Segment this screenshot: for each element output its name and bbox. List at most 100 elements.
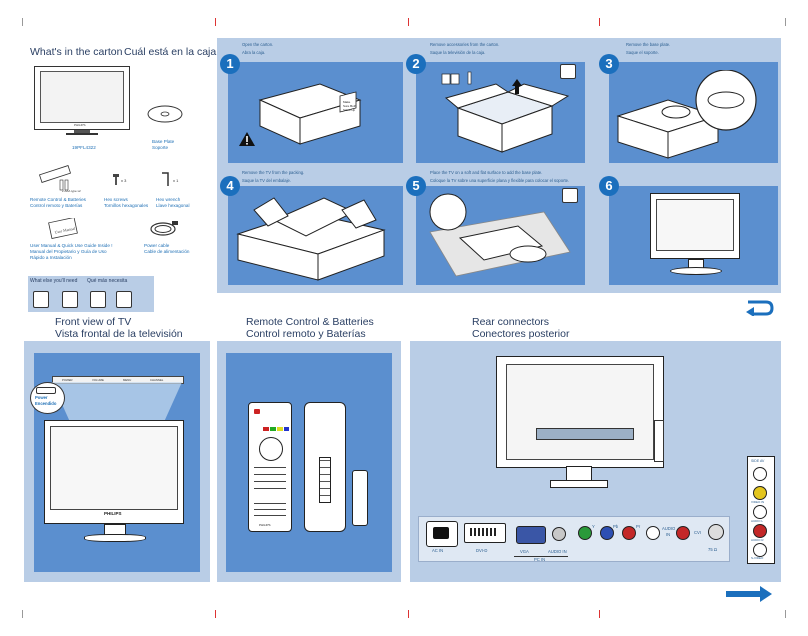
manual-line-2: Manual del Propietario y Guía de Uso: [30, 249, 107, 254]
power-label-es: Encendido: [35, 401, 57, 406]
side-audio-r-connector: [753, 524, 767, 538]
remote-brand: PHILIPS: [259, 523, 271, 527]
crop-mark: [215, 610, 216, 618]
side-video-label: VIDEO IN: [751, 500, 765, 504]
front-title-en: Front view of TV: [55, 316, 132, 328]
pc-audio-connector: [552, 527, 566, 541]
crop-mark: [785, 610, 786, 618]
step-4-unpack-illustration: [236, 197, 386, 281]
crop-mark: [22, 610, 23, 618]
side-video-connector: [753, 486, 767, 500]
step-6-tv-illustration: [650, 193, 742, 279]
base-plate-icon: [147, 105, 183, 123]
remote-back-illustration: [304, 402, 346, 532]
btn-label-channel: CHANNEL: [150, 378, 164, 382]
power-callout: [30, 382, 65, 414]
manual-line-3: Rápido a Instalación: [30, 255, 72, 260]
front-tv-illustration: PHILIPS: [44, 420, 186, 548]
cvi-audio-l-connector: [676, 526, 690, 540]
step-3-base-plate-illustration: [616, 70, 757, 159]
carton-model: 19PFL4322: [72, 145, 96, 150]
remote-front-illustration: PHILIPS: [248, 402, 292, 532]
carton-tv-illustration: PHILIPS: [34, 66, 130, 136]
step-5-number: 5: [406, 176, 426, 196]
btn-label-menu: MENU: [123, 378, 132, 382]
screws-label: Hex screws: [104, 197, 128, 202]
box-label: Make Sure Both Sides Up: [343, 100, 357, 112]
step-4-caption-es: Saque la TV del embalaje.: [242, 178, 292, 183]
tool-icon-4: [116, 291, 132, 308]
hex-wrench-icon: [162, 172, 169, 186]
step-4-number: 4: [220, 176, 240, 196]
btn-label-volume: VOLUME: [92, 378, 104, 382]
manual-icon: User Manual: [48, 218, 78, 240]
side-audio-r-label: AUDIO R: [751, 538, 764, 542]
dvi-label: DVI-D: [476, 548, 488, 553]
step-5-tool-icon: [562, 188, 578, 203]
remote-label: Remote Control & Batteries: [30, 197, 86, 202]
ac-in-connector: [426, 521, 458, 547]
svideo-label: S-VIDEO: [751, 556, 764, 560]
crop-mark: [785, 18, 786, 26]
component-pb-connector: [600, 526, 614, 540]
step-3-caption-es: Saque el soporte.: [626, 50, 659, 55]
need-title-en: What else you'll need: [30, 278, 78, 284]
step-2-caption: Remove accessories from the carton.: [430, 42, 500, 47]
component-y-connector: [578, 526, 592, 540]
step-5-attach-illustration: [429, 193, 571, 277]
svg-text:User Manual: User Manual: [54, 225, 76, 234]
tool-icon-2: [62, 291, 78, 308]
cvi-in-label: IN: [666, 532, 671, 537]
step-3-caption: Remove the base plate.: [626, 42, 671, 47]
headphone-connector: [753, 467, 767, 481]
remote-batteries-icon: [38, 165, 72, 191]
crop-mark: [408, 18, 409, 26]
component-pr-connector: [622, 526, 636, 540]
side-av-label: SIDE AV: [751, 459, 765, 463]
power-cable-label: Power cable: [144, 243, 170, 248]
front-tv-brand: PHILIPS: [104, 511, 122, 516]
pc-in-label: PC IN: [534, 557, 546, 562]
component-pr-label: Pr: [636, 524, 641, 529]
step-1-carton-illustration: [258, 83, 362, 145]
power-cable-label-es: Cable de alimentación: [144, 249, 190, 254]
base-plate-label-es: Soporte: [152, 145, 169, 150]
btn-label-power: POWER: [62, 378, 73, 382]
power-button-icon: [36, 387, 56, 394]
remote-label-es: Control remoto y Baterías: [30, 203, 83, 208]
cvi-audio-r-connector: [646, 526, 660, 540]
cvi-audio-label: AUDIO: [662, 526, 676, 531]
carton-tv-brand: PHILIPS: [74, 123, 86, 127]
antenna-connector: [708, 524, 724, 540]
cvi-label: CVI: [694, 530, 701, 535]
hex-screws-icon: [113, 174, 119, 185]
screws-qty: x 3: [121, 178, 127, 183]
need-title-es: Qué más necesita: [87, 278, 128, 284]
crop-mark: [408, 610, 409, 618]
step-2-carton-illustration: [441, 71, 570, 153]
step-1-number: 1: [220, 54, 240, 74]
side-audio-l-connector: [753, 505, 767, 519]
pc-in-bracket: [514, 556, 568, 557]
front-title-es: Vista frontal de la televisión: [55, 328, 183, 340]
warning-icon: [239, 132, 255, 146]
step-6-number: 6: [599, 176, 619, 196]
manual-line-1: User Manual & Quick Use Guide Inside !: [30, 243, 113, 248]
crop-mark: [599, 18, 600, 26]
carton-title-en: What's in the carton: [30, 46, 123, 58]
remote-title-en: Remote Control & Batteries: [246, 316, 374, 328]
wrench-qty: x 1: [173, 178, 179, 183]
carton-title-es: Cuál está en la caja: [124, 46, 217, 58]
front-zoom-beam: [52, 382, 182, 422]
remote-cover-illustration: [352, 470, 368, 526]
step-4-caption: Remove the TV from the packing.: [242, 170, 305, 175]
power-label-en: Power: [35, 395, 48, 400]
base-plate-label: Base Plate: [152, 139, 175, 144]
component-y-label: Y: [592, 524, 595, 529]
crop-mark: [215, 18, 216, 26]
step-2-tool-icon: [560, 64, 576, 79]
ac-in-label: AC IN: [432, 548, 444, 553]
remote-title-es: Control remoto y Baterías: [246, 328, 366, 340]
antenna-label: 75 Ω: [708, 547, 717, 552]
rear-title-es: Conectores posterior: [472, 328, 570, 340]
